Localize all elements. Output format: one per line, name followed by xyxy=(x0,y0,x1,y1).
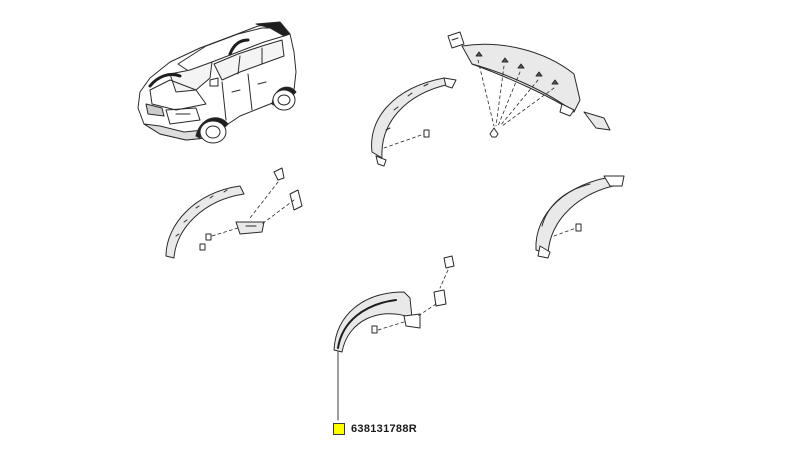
part-marker-icon xyxy=(333,423,345,435)
front-wheel-arch-trim-group xyxy=(371,77,457,167)
side-wheel-arch-trim-group xyxy=(165,167,303,259)
rear-trim-panel-group xyxy=(447,31,611,138)
rear-wheel-arch-trim-group xyxy=(535,175,625,259)
highlighted-wheel-arch-trim-group xyxy=(333,255,455,421)
part-number-label: 638131788R xyxy=(351,423,418,435)
vehicle-overview-illustration xyxy=(137,21,297,144)
part-callout[interactable]: 638131788R xyxy=(333,421,417,437)
